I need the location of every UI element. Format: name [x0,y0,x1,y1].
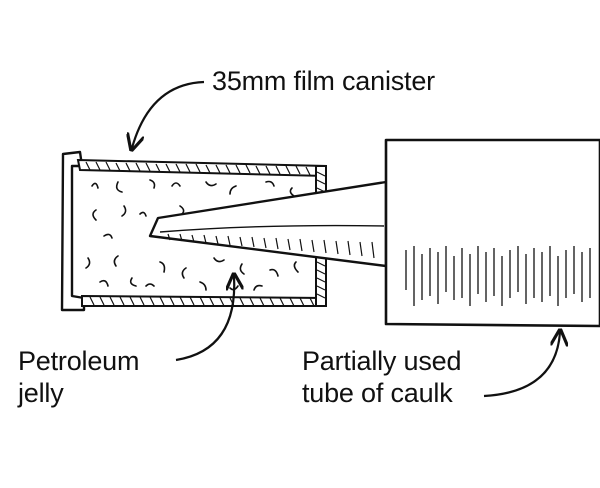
jelly-leader-arrow [175,276,234,362]
caulk-label-line1: Partially used [302,346,462,376]
canister-top-wall [76,158,327,178]
caulk-label-line2: tube of caulk [302,378,453,408]
film-canister [60,150,327,312]
caulk-leader-arrow [483,332,560,398]
caulk-nozzle [148,180,388,268]
jelly-label-line2: jelly [18,378,64,408]
jelly-label-line1: Petroleum [18,346,140,376]
canister-leader-arrow [132,80,205,148]
caulk-tube [384,138,600,328]
canister-bottom-wall [81,294,325,307]
canister-label: 35mm film canister [212,66,435,96]
canister-lid [60,150,86,312]
